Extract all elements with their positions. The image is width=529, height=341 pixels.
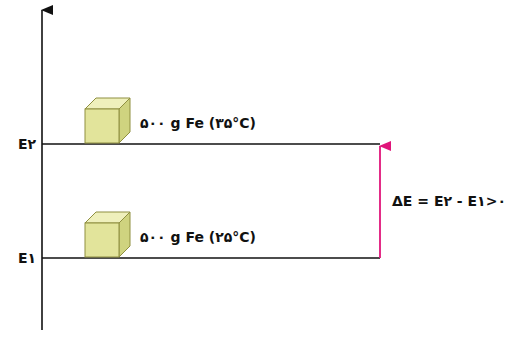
level-line — [42, 257, 380, 258]
state-label: ۵۰۰ g Fe (۲۵°C) — [140, 229, 256, 246]
iron-cube — [85, 98, 130, 143]
delta-e-arrow — [379, 146, 381, 258]
state-label: ۵۰۰ g Fe (۳۵°C) — [140, 115, 256, 132]
energy-level-label: E۱ — [18, 250, 36, 267]
energy-axis — [41, 10, 43, 330]
level-line — [42, 143, 380, 144]
energy-level-label: E۲ — [18, 136, 36, 153]
iron-cube — [85, 212, 130, 257]
energy-change-label: ΔE = E۲ - E۱>۰ — [392, 193, 506, 210]
